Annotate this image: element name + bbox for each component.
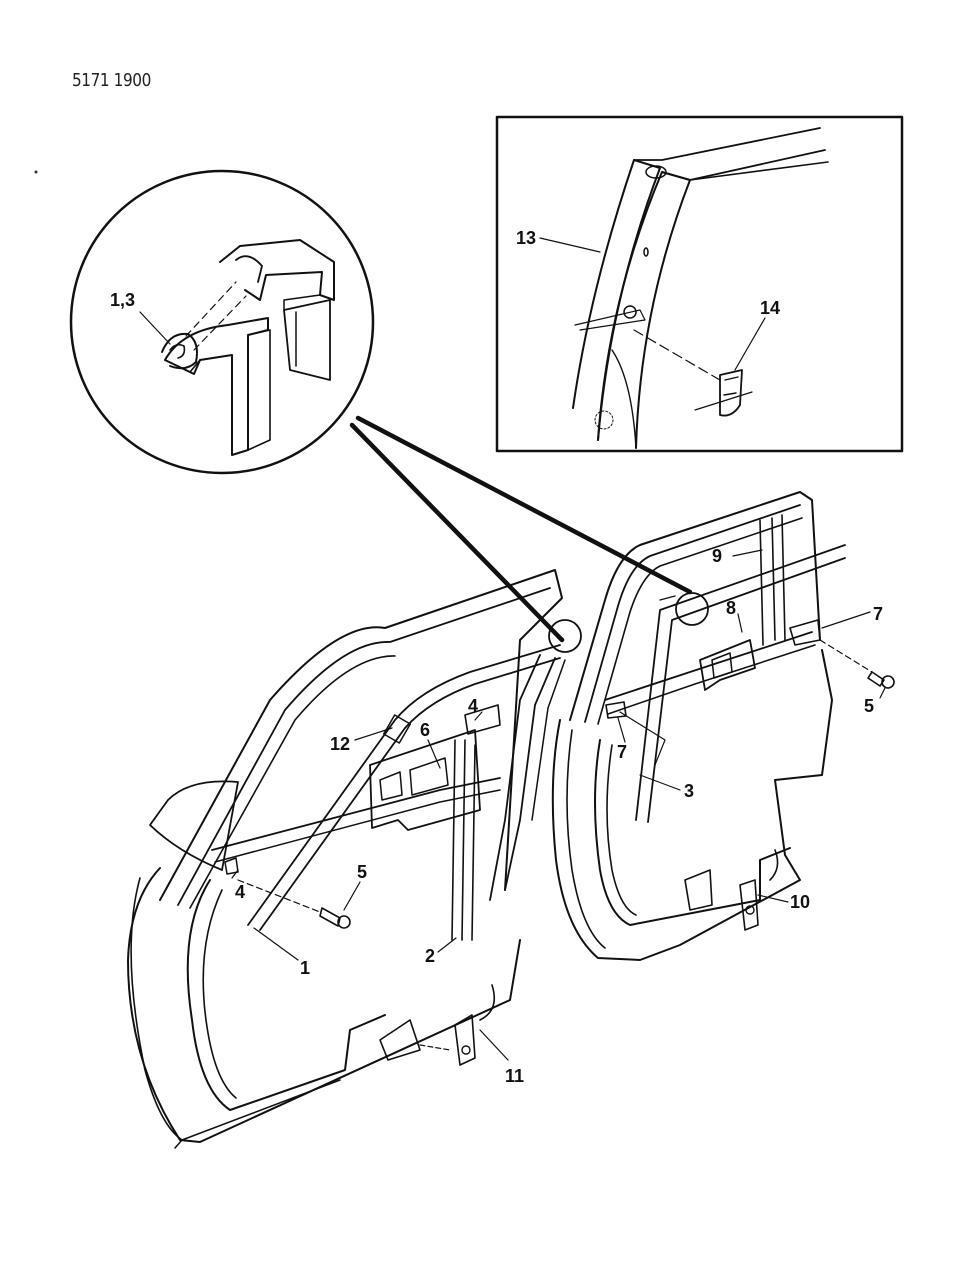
callout-7-lower: 7 — [617, 742, 627, 762]
callout-10: 10 — [790, 892, 810, 912]
front-door: 12 6 4 4 5 1 2 11 — [127, 569, 582, 1149]
callout-4-lower: 4 — [235, 882, 245, 902]
detail-pointer-rear — [355, 415, 693, 595]
callout-6: 6 — [420, 720, 430, 740]
callout-5-front: 5 — [357, 862, 367, 882]
callout-2: 2 — [425, 946, 435, 966]
detail-circle: 1,3 — [69, 169, 375, 475]
callout-13: 13 — [516, 228, 536, 248]
callout-9: 9 — [712, 546, 722, 566]
callout-11: 11 — [505, 1066, 524, 1086]
stray-dot — [34, 170, 38, 174]
callout-12: 12 — [330, 734, 350, 754]
drawing-code: 5171 1900 — [72, 70, 151, 91]
inset-box: 13 14 — [495, 115, 904, 453]
callout-8: 8 — [726, 598, 736, 618]
callout-1: 1 — [300, 958, 310, 978]
callout-3: 3 — [684, 781, 694, 801]
callout-7-upper: 7 — [873, 604, 883, 624]
callout-14: 14 — [760, 298, 780, 318]
callout-5-rear: 5 — [864, 696, 874, 716]
detail-pointer-front — [349, 422, 565, 643]
callout-1-3: 1,3 — [110, 290, 135, 310]
rear-door: 9 8 7 7 5 3 10 — [551, 491, 895, 961]
callout-4-upper: 4 — [468, 696, 478, 716]
